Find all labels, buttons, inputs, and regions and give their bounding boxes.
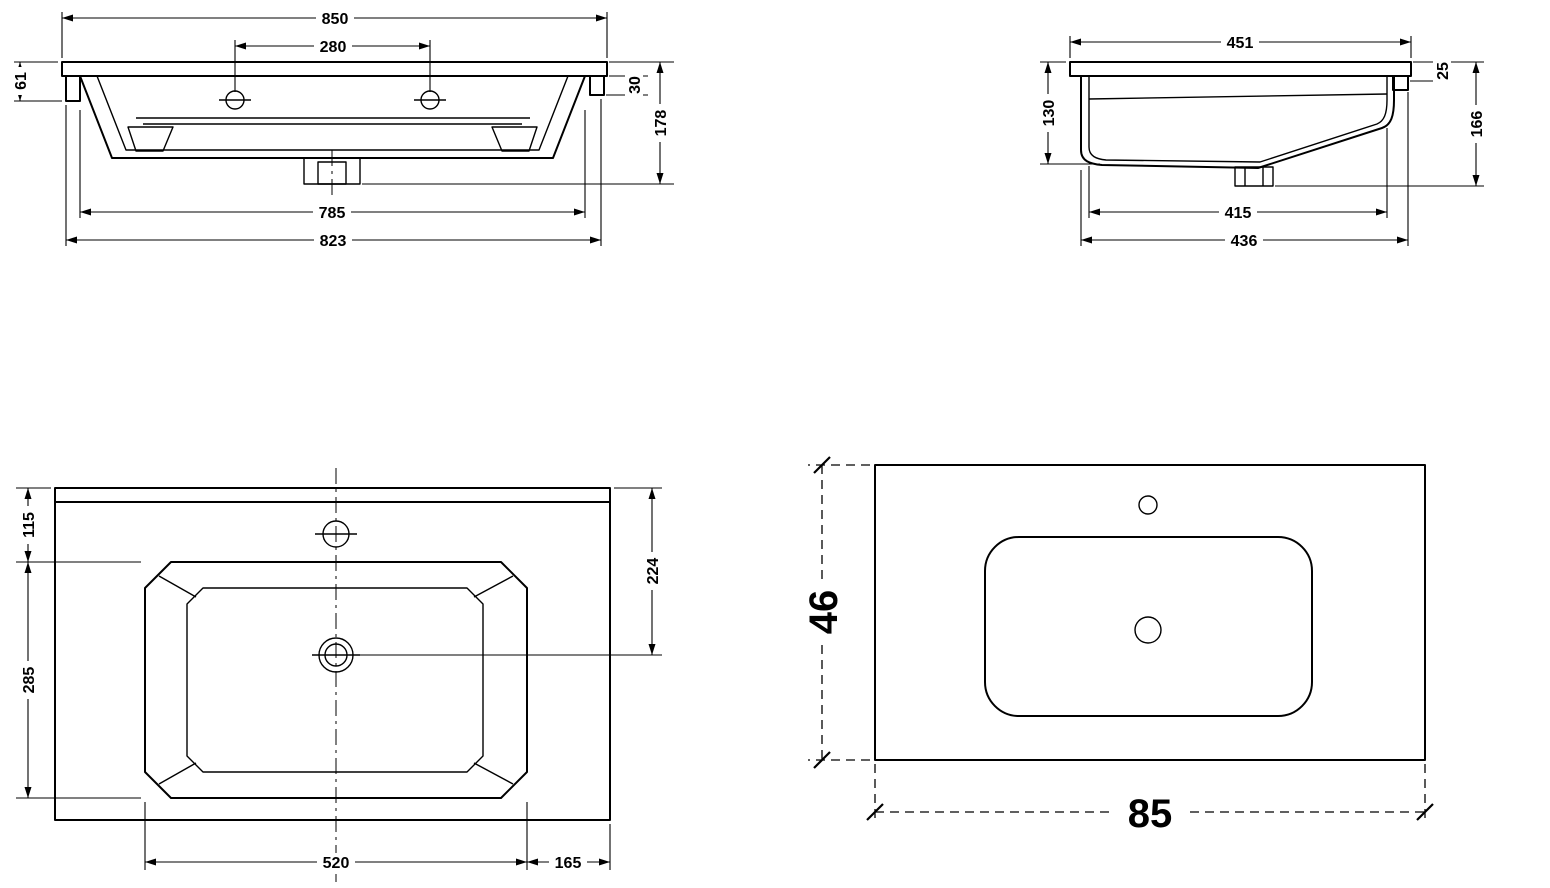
dim-rear-height: 166 [1469,111,1486,138]
bowl-right-corner-detail [491,126,538,152]
left-edge-tab [65,76,81,102]
bowl-rim-line-side [1088,93,1388,100]
faucet-hole-left-icon [219,90,251,110]
dim-overall-width: 850 [322,11,349,28]
side-elevation-view: 451 25 130 166 415 436 [1039,33,1486,250]
basin-outer-outline [144,561,528,799]
basin-inner-outline [186,587,484,773]
faucet-hole-right-icon [414,90,446,110]
dim-rim-height: 30 [627,76,644,94]
side-elevation-extension-lines [1040,36,1484,246]
basin-corner-bevel-tr [473,575,514,598]
front-elevation-view: 850 280 61 30 178 785 823 [11,9,674,250]
overall-extension-lines [808,464,1426,824]
plan-view: 115 285 224 520 165 [16,468,662,882]
overall-dimension-lines [813,456,1434,821]
dim-faucet-spacing: 280 [320,39,347,56]
bowl-inner-profile-side [1088,76,1388,163]
plan-extension-lines [16,487,662,870]
dim-bowl-opening-width: 785 [319,205,346,222]
dim-front-height: 130 [1041,100,1058,127]
plan-dimension-labels: 115 285 224 520 165 [19,506,662,872]
dim-top-depth: 451 [1227,35,1254,52]
dim-bowl-depth: 415 [1225,205,1252,222]
dim-basin-width: 520 [323,855,350,872]
front-elevation-geometry [61,61,608,198]
bowl-outer-profile [79,75,586,159]
front-elevation-dimension-labels: 850 280 61 30 178 785 823 [11,9,670,250]
dim-edge-to-basin: 115 [21,512,38,538]
faucet-hole-simple-icon [1138,495,1158,515]
dim-basin-side: 285 [21,667,38,694]
side-elevation-geometry [1069,61,1412,187]
bowl-outer-profile-side [1080,76,1395,169]
dim-total-height: 178 [653,110,670,137]
dim-left-edge-height: 61 [13,72,30,90]
drain-hole-simple-icon [1134,616,1162,644]
dim-rear-edge: 25 [1435,62,1452,80]
overall-dimensions-view: 46 85 [799,456,1434,836]
dim-overall-width-cm: 85 [1128,792,1173,836]
basin-corner-bevel-br [473,762,514,785]
drain-outlet-side [1234,166,1274,187]
bowl-left-corner-detail [127,126,174,152]
plan-geometry [54,468,611,882]
dim-edge-to-drain: 224 [645,558,662,585]
dim-body-depth: 436 [1231,233,1258,250]
rear-edge-tab [1392,76,1409,91]
dim-body-width: 823 [320,233,347,250]
basin-corner-bevel-tl [158,575,197,598]
countertop-outline [54,487,611,821]
countertop-slab-side [1069,61,1412,77]
countertop-outline-simple [874,464,1426,761]
right-edge-tab [589,76,605,96]
side-elevation-dimension-labels: 451 25 130 166 415 436 [1039,33,1486,250]
countertop-slab [61,61,608,77]
dim-overall-depth: 46 [802,590,846,635]
plan-dimension-lines [24,488,656,866]
dim-basin-to-edge: 165 [555,855,582,872]
basin-corner-bevel-bl [158,762,197,785]
basin-outline-simple [984,536,1313,717]
overall-dimension-labels: 46 85 [799,582,1186,836]
overall-geometry [874,464,1426,761]
